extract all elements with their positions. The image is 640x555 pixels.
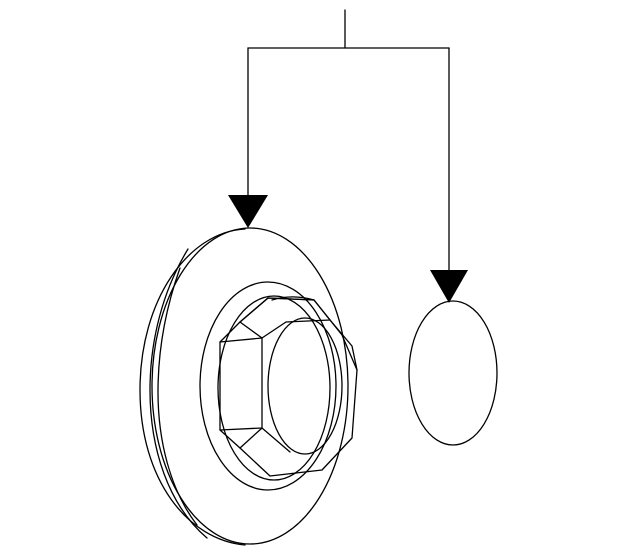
hex-nut-edge-bottom	[239, 427, 291, 453]
pulley-rim-inner-edge-1	[149, 248, 208, 539]
part-cap-disc	[408, 300, 498, 446]
pulley-rim-back-edge	[139, 228, 246, 546]
cap-disc-icon	[408, 300, 498, 446]
hex-nut-chamfer	[271, 296, 315, 301]
pulley-rim-face	[151, 227, 349, 545]
part-hub-pulley-with-nut	[139, 227, 358, 546]
hex-nut-icon	[219, 296, 358, 477]
pulley-hub-boss	[199, 281, 337, 491]
arrowhead-left-icon	[228, 195, 268, 228]
pulley-hub-boss-inner	[217, 295, 331, 481]
arrowhead-right-icon	[430, 270, 468, 303]
pulley-rim-inner-edge-2	[157, 267, 198, 526]
hex-nut-top-face	[239, 297, 331, 339]
hex-nut-edge-right	[329, 319, 358, 371]
leader-lines	[228, 9, 468, 303]
hex-nut-edge-left	[219, 337, 263, 431]
hex-nut-bore	[267, 317, 343, 455]
